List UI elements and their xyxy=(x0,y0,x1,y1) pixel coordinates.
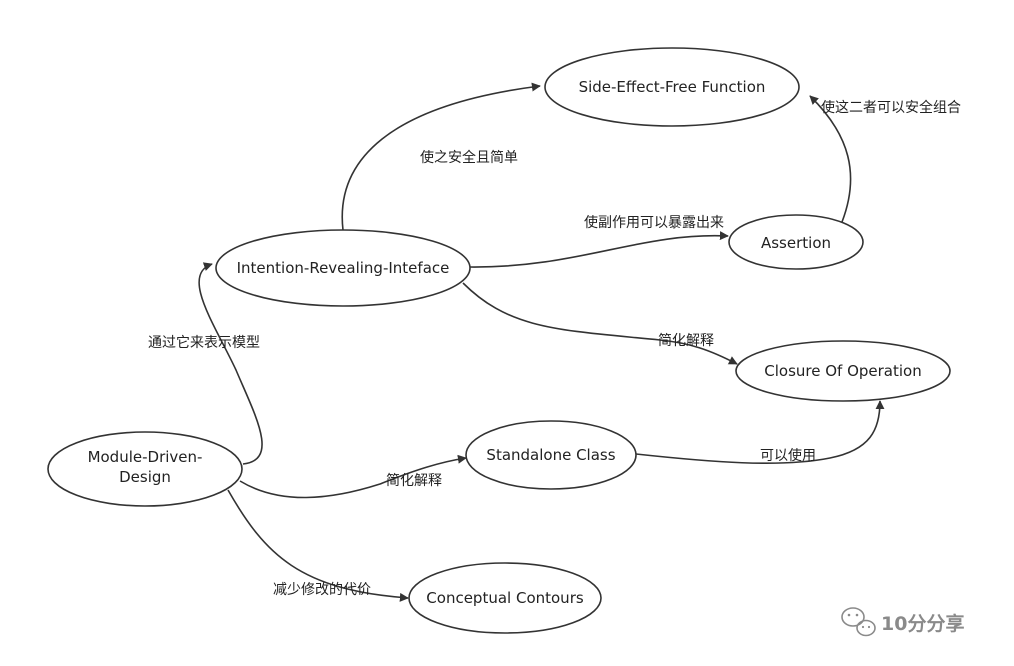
node-label-standalone: Standalone Class xyxy=(486,446,615,464)
wechat-icon xyxy=(841,607,876,637)
edge-mdd-to-standalone xyxy=(239,454,467,499)
node-label-mdd-line2: Design xyxy=(119,468,171,486)
edge-mdd-to-contours xyxy=(227,489,409,602)
node-label-closure: Closure Of Operation xyxy=(764,362,921,380)
edge-label-mdd-to-standalone: 简化解释 xyxy=(386,472,442,489)
node-label-irf: Intention-Revealing-Inteface xyxy=(237,259,450,277)
node-assertion[interactable] xyxy=(728,214,864,270)
edge-irf-to-sef xyxy=(341,82,541,231)
node-closure-of-operation[interactable] xyxy=(735,340,951,402)
node-module-driven-design[interactable] xyxy=(47,431,243,507)
watermark: 10分分享 xyxy=(841,607,964,637)
edge-label-irf-to-closure: 简化解释 xyxy=(658,332,714,349)
watermark-text: 10分分享 xyxy=(881,612,964,635)
edge-label-mdd-to-irf: 通过它来表示模型 xyxy=(148,334,260,351)
edge-label-irf-to-assertion: 使副作用可以暴露出来 xyxy=(584,214,724,231)
edge-label-mdd-to-contours: 减少修改的代价 xyxy=(273,582,371,598)
node-side-effect-free-function[interactable] xyxy=(544,47,800,127)
node-standalone-class[interactable] xyxy=(465,420,637,490)
edge-irf-to-closure xyxy=(462,282,738,365)
node-label-contours: Conceptual Contours xyxy=(426,589,584,607)
node-label-mdd-line1: Module-Driven- xyxy=(88,448,203,466)
edge-label-standalone-to-closure: 可以使用 xyxy=(760,447,816,464)
node-conceptual-contours[interactable] xyxy=(408,562,602,634)
node-label-sef: Side-Effect-Free Function xyxy=(579,78,766,96)
node-label-assertion: Assertion xyxy=(761,234,831,252)
edge-label-assertion-to-sef: 使这二者可以安全组合 xyxy=(821,99,961,116)
edge-assertion-to-sef xyxy=(809,95,852,223)
edge-mdd-to-irf xyxy=(198,262,263,465)
edge-irf-to-assertion xyxy=(469,231,729,268)
edge-label-irf-to-sef: 使之安全且简单 xyxy=(420,149,518,166)
edge-standalone-to-closure xyxy=(635,400,885,465)
node-intention-revealing-interface[interactable] xyxy=(215,229,471,307)
